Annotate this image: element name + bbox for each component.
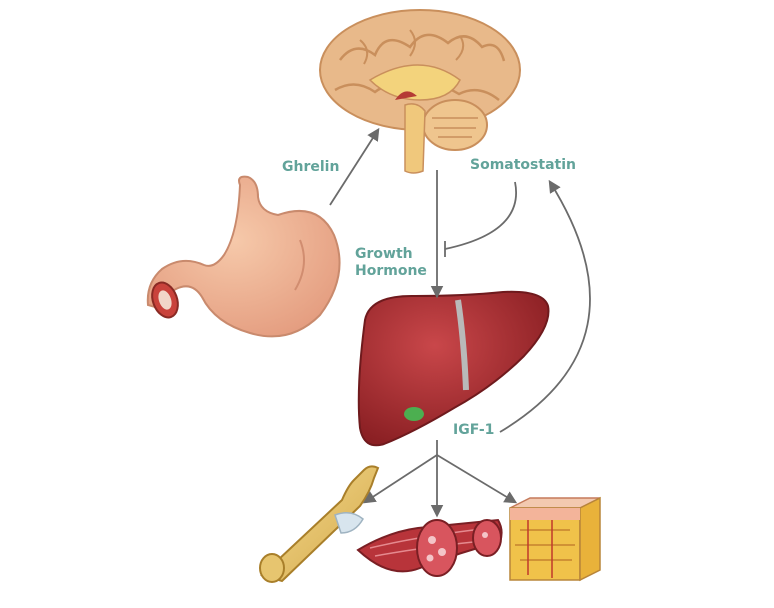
bone-illustration bbox=[260, 466, 378, 582]
igf1-label: IGF-1 bbox=[453, 422, 494, 439]
growth-hormone-label-line1: Growth bbox=[355, 246, 427, 263]
ghrelin-label: Ghrelin bbox=[282, 159, 339, 176]
to-fat-arrow bbox=[437, 455, 515, 502]
muscle-illustration bbox=[358, 520, 502, 576]
growth-hormone-label-line2: Hormone bbox=[355, 263, 427, 280]
fat-tissue-illustration bbox=[510, 498, 600, 580]
stomach-illustration bbox=[148, 177, 340, 337]
growth-hormone-label: Growth Hormone bbox=[355, 246, 427, 280]
somatostatin-inhibit-line bbox=[445, 182, 516, 249]
brain-illustration bbox=[320, 10, 520, 173]
somatostatin-label: Somatostatin bbox=[470, 157, 576, 174]
to-bone-arrow bbox=[365, 455, 437, 502]
